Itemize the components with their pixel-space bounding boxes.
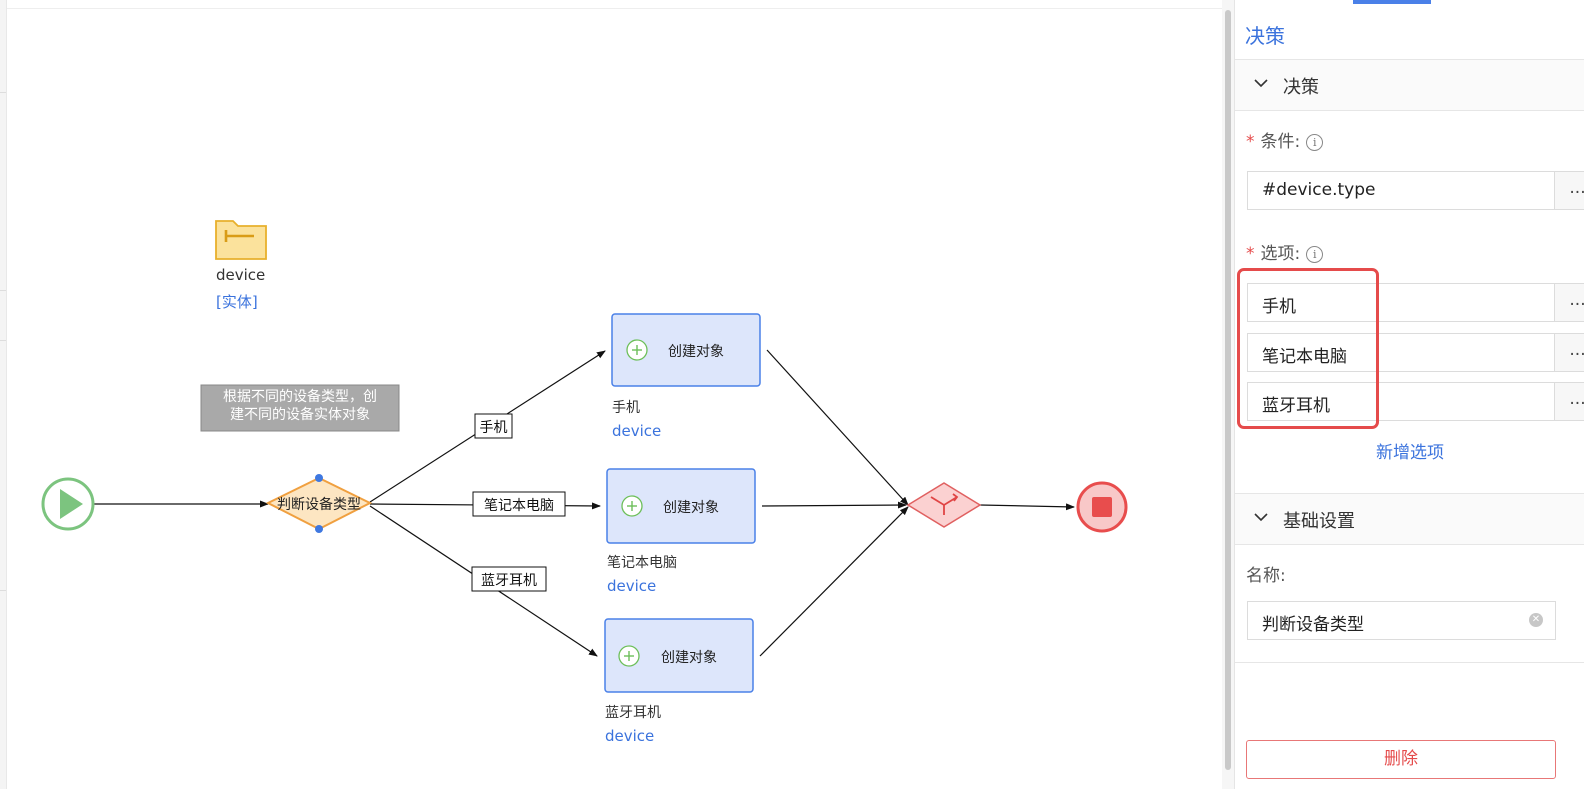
edge-label-laptop: 笔记本电脑 (484, 498, 554, 514)
options-label-row: *选项: i (1246, 239, 1324, 264)
chevron-down-icon (1254, 513, 1268, 522)
task-name-phone: 手机 (612, 400, 640, 416)
task-type-laptop: device (607, 577, 657, 595)
condition-value: #device.type (1262, 180, 1376, 200)
left-edge-mark (0, 290, 6, 291)
name-value: 判断设备类型 (1262, 615, 1364, 635)
option-value: 笔记本电脑 (1262, 347, 1347, 367)
required-asterisk: * (1246, 244, 1255, 264)
task-type-earbuds: device (605, 727, 655, 745)
panel-title: 决策 (1245, 24, 1285, 48)
task-node-laptop[interactable] (606, 468, 756, 544)
left-edge-panel (0, 0, 7, 789)
entity-name: device (216, 266, 266, 284)
section-label-basic: 基础设置 (1283, 511, 1355, 532)
canvas-scrollbar-thumb[interactable] (1225, 10, 1231, 770)
task-label-earbuds: 创建对象 (661, 650, 717, 666)
panel-divider (1235, 662, 1584, 663)
properties-panel: 决策 决策 *条件:i #device.type ... *选项:i 手机 ..… (1234, 0, 1584, 789)
section-header-basic[interactable]: 基础设置 (1235, 493, 1584, 545)
flow-diagram-svg (41, 220, 1128, 693)
task-name-earbuds: 蓝牙耳机 (605, 705, 661, 721)
selection-handle-bottom[interactable] (315, 525, 323, 533)
edge-label-phone: 手机 (479, 420, 508, 436)
play-icon (60, 489, 83, 519)
option-edit-button[interactable]: ... (1554, 283, 1584, 322)
condition-label: 条件: (1260, 132, 1301, 152)
section-header-decision[interactable]: 决策 (1235, 59, 1584, 111)
chevron-down-icon (1254, 79, 1268, 88)
options-label: 选项: (1260, 244, 1301, 264)
option-value: 手机 (1262, 297, 1296, 317)
option-input[interactable]: 手机 ... (1247, 283, 1584, 322)
annotation-box[interactable] (200, 384, 400, 432)
edge-laptop-to-merge[interactable] (761, 501, 907, 509)
edge-earbuds-to-merge[interactable] (759, 506, 909, 657)
task-label-phone: 创建对象 (668, 344, 724, 360)
flow-canvas[interactable]: device [实体] 根据不同的设备类型，创 建不同的设备实体对象 判断设备类… (0, 0, 1222, 789)
option-edit-button[interactable]: ... (1554, 333, 1584, 372)
name-input[interactable]: 判断设备类型 ✕ (1247, 601, 1556, 640)
edge-label-box-earbuds[interactable] (471, 566, 547, 592)
info-icon[interactable]: i (1306, 133, 1324, 151)
clear-icon[interactable]: ✕ (1529, 613, 1543, 627)
required-asterisk: * (1246, 132, 1255, 152)
options-highlight-box (1237, 268, 1379, 429)
annotation-text-line2: 建不同的设备实体对象 (230, 407, 370, 423)
condition-label-row: *条件: i (1246, 127, 1324, 152)
condition-edit-button[interactable]: ... (1554, 171, 1584, 210)
annotation-text-line1: 根据不同的设备类型，创 (223, 389, 377, 405)
option-input[interactable]: 蓝牙耳机 ... (1247, 382, 1584, 421)
active-tab-indicator (1353, 0, 1431, 4)
edge-merge-to-end[interactable] (979, 503, 1075, 511)
canvas-top-border (0, 8, 1222, 9)
task-node-phone[interactable] (611, 313, 761, 387)
edge-label-box-laptop[interactable] (472, 491, 566, 517)
decision-label: 判断设备类型 (277, 497, 361, 513)
task-type-phone: device (612, 422, 662, 440)
option-value: 蓝牙耳机 (1262, 396, 1330, 416)
add-option-link[interactable]: 新增选项 (1376, 443, 1444, 463)
decision-node[interactable] (265, 476, 373, 531)
stop-icon (1092, 497, 1112, 517)
condition-input[interactable]: #device.type ... (1247, 171, 1584, 210)
edge-phone-to-merge[interactable] (766, 349, 909, 506)
info-icon[interactable]: i (1306, 245, 1324, 263)
task-label-laptop: 创建对象 (663, 500, 719, 516)
name-label: 名称: (1246, 566, 1286, 586)
merge-icon (930, 493, 959, 515)
task-node-earbuds[interactable] (604, 618, 754, 693)
edge-label-box-phone[interactable] (474, 413, 513, 439)
option-edit-button[interactable]: ... (1554, 382, 1584, 421)
task-name-laptop: 笔记本电脑 (607, 555, 677, 571)
left-edge-mark (0, 340, 6, 341)
selection-handle-top[interactable] (315, 474, 323, 482)
option-input[interactable]: 笔记本电脑 ... (1247, 333, 1584, 372)
entity-tag: [实体] (216, 293, 258, 311)
left-edge-mark (0, 92, 6, 93)
left-edge-mark (0, 590, 6, 591)
edge-label-earbuds: 蓝牙耳机 (481, 573, 537, 589)
section-label-decision: 决策 (1283, 77, 1319, 98)
folder-icon (215, 220, 267, 260)
delete-button[interactable]: 删除 (1246, 740, 1556, 779)
